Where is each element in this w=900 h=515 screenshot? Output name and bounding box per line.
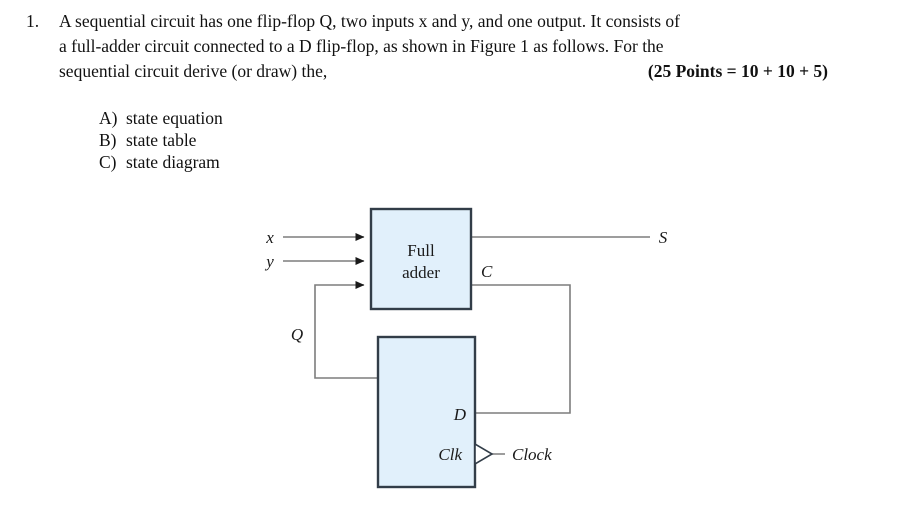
signal-label-c: C [481, 262, 493, 281]
sub-question-item-c: C) state diagram [99, 151, 223, 173]
sub-question-item-b: B) state table [99, 129, 223, 151]
question-block: 1. A sequential circuit has one flip-flo… [26, 9, 856, 84]
question-body: A sequential circuit has one flip-flop Q… [59, 9, 856, 84]
question-line-3-text: sequential circuit derive (or draw) the, [59, 61, 328, 81]
d-flip-flop-block [376, 335, 477, 489]
clk-input-label: Clk [438, 445, 462, 464]
d-input-label: D [453, 405, 467, 424]
question-number: 1. [26, 11, 40, 31]
sub-question-label-c: state diagram [126, 152, 220, 172]
question-line-2: a full-adder circuit connected to a D fl… [59, 36, 664, 56]
sub-question-item-a: A) state equation [99, 107, 223, 129]
signal-label-y: y [264, 252, 274, 271]
question-points-badge: (25 Points = 10 + 10 + 5) [647, 61, 828, 81]
signal-label-q: Q [291, 325, 303, 344]
signal-label-x: x [265, 228, 274, 247]
signal-label-s: S [659, 228, 668, 247]
sub-question-label-a: state equation [126, 108, 223, 128]
wire-feedback-q [314, 281, 378, 379]
full-adder-block [369, 207, 473, 311]
sub-question-marker-c: C) [99, 152, 117, 172]
wire-carry-c [471, 284, 571, 414]
full-adder-label-line1: Full [407, 241, 435, 260]
sub-question-marker-a: A) [99, 108, 118, 128]
question-line-3: sequential circuit derive (or draw) the,… [59, 59, 856, 84]
signal-label-clock: Clock [512, 445, 552, 464]
full-adder-label-line2: adder [402, 263, 440, 282]
question-row: 1. A sequential circuit has one flip-flo… [26, 9, 856, 84]
sub-question-label-b: state table [126, 130, 197, 150]
question-line-1: A sequential circuit has one flip-flop Q… [59, 11, 680, 31]
clock-edge-trigger-icon [474, 442, 494, 466]
sub-question-marker-b: B) [99, 130, 117, 150]
sub-question-list: A) state equation B) state table C) stat… [99, 107, 223, 173]
